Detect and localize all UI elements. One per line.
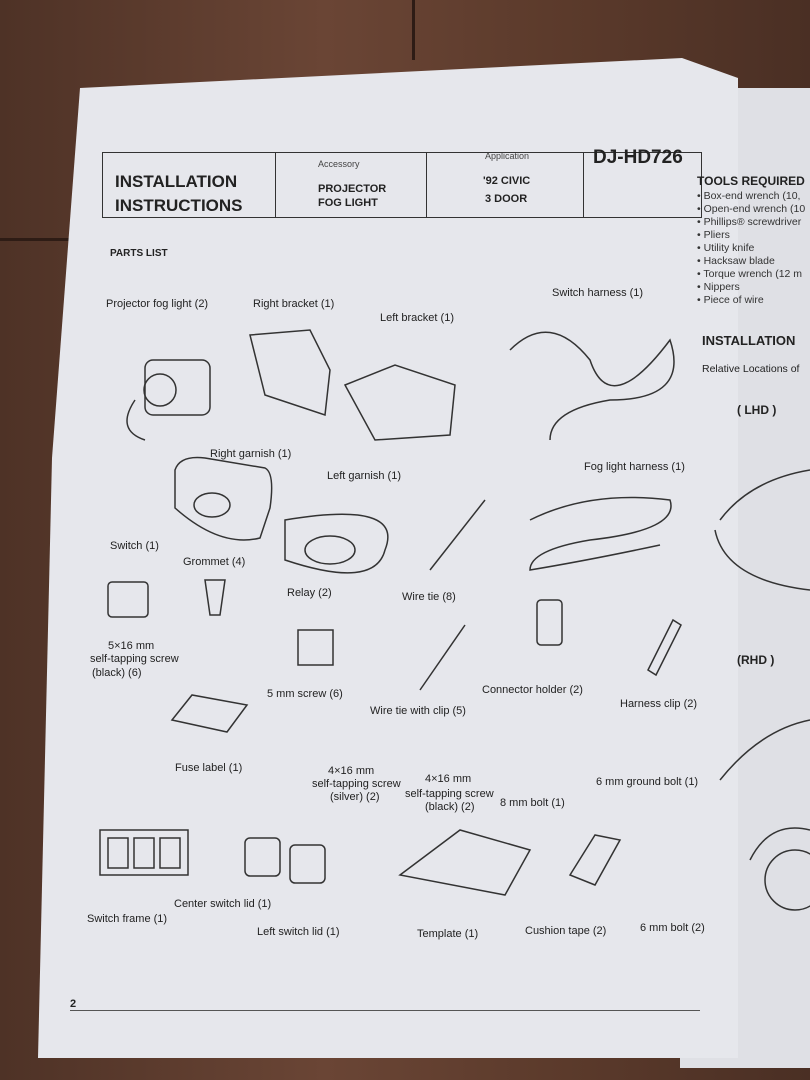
title-cell: INSTALLATION INSTRUCTIONS [103, 153, 276, 217]
projector-fog-light-drawing [126, 359, 211, 441]
grommet-drawing [204, 579, 226, 616]
part-label: 4×16 mm [425, 773, 472, 785]
application-cell: Application '92 CIVIC 3 DOOR [427, 151, 584, 217]
part-label: 4×16 mm [328, 765, 375, 777]
relative-locations-text: Relative Locations of [702, 363, 800, 375]
part-label: 5×16 mm [108, 640, 155, 652]
tool-item: • Box-end wrench (10, [697, 190, 801, 202]
title-line1: INSTALLATION [115, 172, 238, 191]
tool-item: • Hacksaw blade [697, 255, 775, 267]
wire-tie-clip-drawing [419, 624, 466, 691]
cushion-tape-drawing [568, 834, 622, 886]
application-line2: 3 DOOR [485, 193, 528, 205]
tool-item: • Torque wrench (12 m [697, 268, 803, 280]
part-label: Switch (1) [110, 540, 159, 552]
rhd-label: (RHD ) [737, 653, 775, 667]
accessory-line2: FOG LIGHT [318, 197, 378, 209]
installation-heading: INSTALLATION [702, 333, 796, 348]
part-label: Wire tie (8) [402, 591, 456, 603]
accessory-label: Accessory [318, 159, 360, 169]
part-label: 8 mm bolt (1) [500, 797, 565, 809]
part-label: (black) (6) [92, 667, 142, 679]
harness-clip-drawing [647, 618, 682, 677]
right-garnish-drawing [174, 456, 273, 541]
accessory-line1: PROJECTOR [318, 183, 387, 195]
part-label: 6 mm ground bolt (1) [596, 776, 699, 788]
parts-list-heading: PARTS LIST [110, 248, 168, 259]
left-garnish-drawing [284, 513, 389, 574]
tool-item: • Phillips® screwdriver [697, 216, 802, 228]
switch-harness-drawing [509, 331, 675, 441]
application-label: Application [485, 151, 530, 161]
part-label: Wire tie with clip (5) [370, 705, 466, 717]
tool-item: • Nippers [697, 281, 740, 293]
accessory-cell: Accessory PROJECTOR FOG LIGHT [276, 153, 427, 217]
connector-holder-drawing [536, 599, 563, 646]
left-page [38, 58, 738, 1058]
tool-item: • Piece of wire [697, 294, 764, 306]
center-switch-lid-drawing [244, 837, 281, 877]
lhd-label: ( LHD ) [737, 403, 777, 417]
car-diagrams [714, 469, 810, 911]
part-label: Relay (2) [287, 587, 332, 599]
template-drawing [398, 829, 532, 896]
part-label: self-tapping screw [405, 788, 494, 800]
part-label: Fog light harness (1) [584, 461, 685, 473]
part-label: Right garnish (1) [210, 448, 292, 460]
part-label: 5 mm screw (6) [267, 688, 343, 700]
part-label: Connector holder (2) [482, 684, 583, 696]
relay-drawing [297, 629, 334, 666]
part-label: Grommet (4) [183, 556, 246, 568]
table-seam [412, 0, 415, 60]
header-table: INSTALLATION INSTRUCTIONS Accessory PROJ… [102, 147, 702, 218]
switch-drawing [107, 581, 149, 618]
left-switch-lid-drawing [289, 844, 326, 884]
tool-item: • Utility knife [697, 242, 755, 254]
part-label: Fuse label (1) [175, 762, 243, 774]
part-number: DJ-HD726 [593, 147, 683, 168]
part-label: Cushion tape (2) [525, 925, 607, 937]
part-label: Harness clip (2) [620, 698, 698, 710]
part-label: Left switch lid (1) [257, 926, 340, 938]
left-bracket-drawing [343, 364, 456, 441]
part-label: Template (1) [417, 928, 479, 940]
part-label: Left garnish (1) [327, 470, 401, 482]
page-number: 2 [70, 998, 77, 1010]
tools-list: • Box-end wrench (10, • Open-end wrench … [697, 190, 805, 307]
application-line1: '92 CIVIC [483, 175, 531, 187]
part-label: self-tapping screw [90, 653, 179, 665]
part-label: (black) (2) [425, 801, 475, 813]
part-label: (silver) (2) [330, 791, 380, 803]
tool-item: • Open-end wrench (10 [697, 203, 806, 215]
part-label: Switch frame (1) [87, 913, 168, 925]
part-label: Switch harness (1) [552, 287, 644, 299]
fog-light-harness-drawing [529, 496, 672, 571]
wire-tie-drawing [429, 499, 486, 571]
part-label: Center switch lid (1) [174, 898, 272, 910]
fuse-label-drawing [170, 694, 249, 733]
switch-frame-drawing [99, 829, 189, 876]
part-label: self-tapping screw [312, 778, 401, 790]
page-bottom-rule [70, 1010, 700, 1012]
tool-item: • Pliers [697, 229, 730, 241]
right-bracket-drawing [249, 329, 331, 417]
title-line2: INSTRUCTIONS [115, 196, 243, 215]
part-label: Left bracket (1) [380, 312, 454, 324]
part-label: 6 mm bolt (2) [640, 922, 705, 934]
tools-heading: TOOLS REQUIRED [697, 174, 805, 188]
part-label: Projector fog light (2) [106, 298, 209, 310]
part-label: Right bracket (1) [253, 298, 335, 310]
